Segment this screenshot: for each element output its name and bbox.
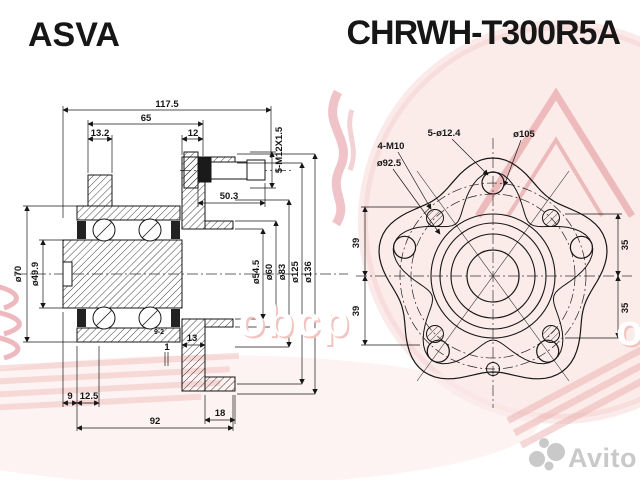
dim-50-3: 50.3 <box>220 191 239 202</box>
thread-holes-m10 <box>426 209 560 343</box>
seller-watermark-shadow: obcp <box>240 299 353 348</box>
front-labels: 5-ø12.4 ø105 4-M10 ø92.5 39 39 35 35 <box>351 128 631 316</box>
watermark-background-layer <box>0 20 640 480</box>
dim-18: 18 <box>215 408 226 419</box>
front-view: 5-ø12.4 ø105 4-M10 ø92.5 39 39 35 35 <box>351 128 632 408</box>
brand-title: ASVA <box>28 16 120 54</box>
thread-circle-label: ø92.5 <box>377 158 402 169</box>
bearing-balls <box>92 218 162 330</box>
pin-hole <box>486 362 500 376</box>
front-dimensions <box>361 138 622 346</box>
dim-9: 9 <box>67 391 72 402</box>
wheel-stud <box>183 151 266 189</box>
section-labels: 117.5 65 13.2 12 5-M12X1.5 50.3 ø70 ø49.… <box>13 99 314 427</box>
bolt-circle <box>399 182 587 370</box>
dim-35-bottom: 35 <box>620 302 631 313</box>
hub-rings <box>430 213 556 339</box>
dia-125: ø125 <box>290 260 301 282</box>
avito-logo <box>529 438 565 471</box>
dim-13: 13 <box>187 333 198 344</box>
dim-13-2: 13.2 <box>91 128 110 139</box>
flange-outline <box>378 157 608 380</box>
dim-92: 92 <box>150 416 161 427</box>
watermark-stripes-left <box>0 352 240 411</box>
thread-spec-label: 5-M12X1.5 <box>274 126 285 173</box>
avito-watermark-text: Avito <box>568 443 637 473</box>
stud-holes-label: 5-ø12.4 <box>428 128 461 139</box>
watermark-circle <box>363 25 640 419</box>
section-view: 117.5 65 13.2 12 5-M12X1.5 50.3 ø70 ø49.… <box>13 99 348 431</box>
dim-1: 1 <box>164 342 170 353</box>
header: ASVA CHRWH-T300R5A <box>28 14 621 54</box>
watermark-stripes-right <box>506 340 640 449</box>
part-number: CHRWH-T300R5A <box>346 14 620 52</box>
dia-70: ø70 <box>13 266 24 282</box>
flange-inner-scallop <box>392 171 594 365</box>
watermark-left-waves <box>0 284 22 361</box>
dim-39-bottom: 39 <box>351 306 362 317</box>
thread-holes-label: 4-M10 <box>378 141 405 152</box>
dia-60: ø60 <box>264 264 275 280</box>
seal-note: 9-2 <box>154 329 164 336</box>
seller-watermark: obcp <box>238 297 351 346</box>
bolt-circle-label: ø105 <box>513 129 535 140</box>
dia-136: ø136 <box>303 261 314 283</box>
dim-12-5: 12.5 <box>80 391 99 402</box>
dia-49-9: ø49.9 <box>30 262 41 286</box>
seller-watermark-partial-shadow: o <box>618 308 640 357</box>
dim-12: 12 <box>188 128 199 139</box>
dim-117-5: 117.5 <box>155 99 179 110</box>
section-metal <box>62 156 236 392</box>
dia-54-5: ø54.5 <box>251 259 262 284</box>
seller-watermark-partial: o <box>616 306 640 355</box>
dim-65: 65 <box>141 113 152 124</box>
section-dimensions <box>23 106 318 431</box>
watermark-flame-shape <box>328 89 356 227</box>
dim-35-top: 35 <box>620 239 631 250</box>
bearing-seals <box>77 221 180 327</box>
dia-83: ø83 <box>277 264 288 280</box>
dim-39-top: 39 <box>351 238 362 249</box>
watermark-overlay-layer: obcp obcp o o Avito <box>238 297 640 473</box>
